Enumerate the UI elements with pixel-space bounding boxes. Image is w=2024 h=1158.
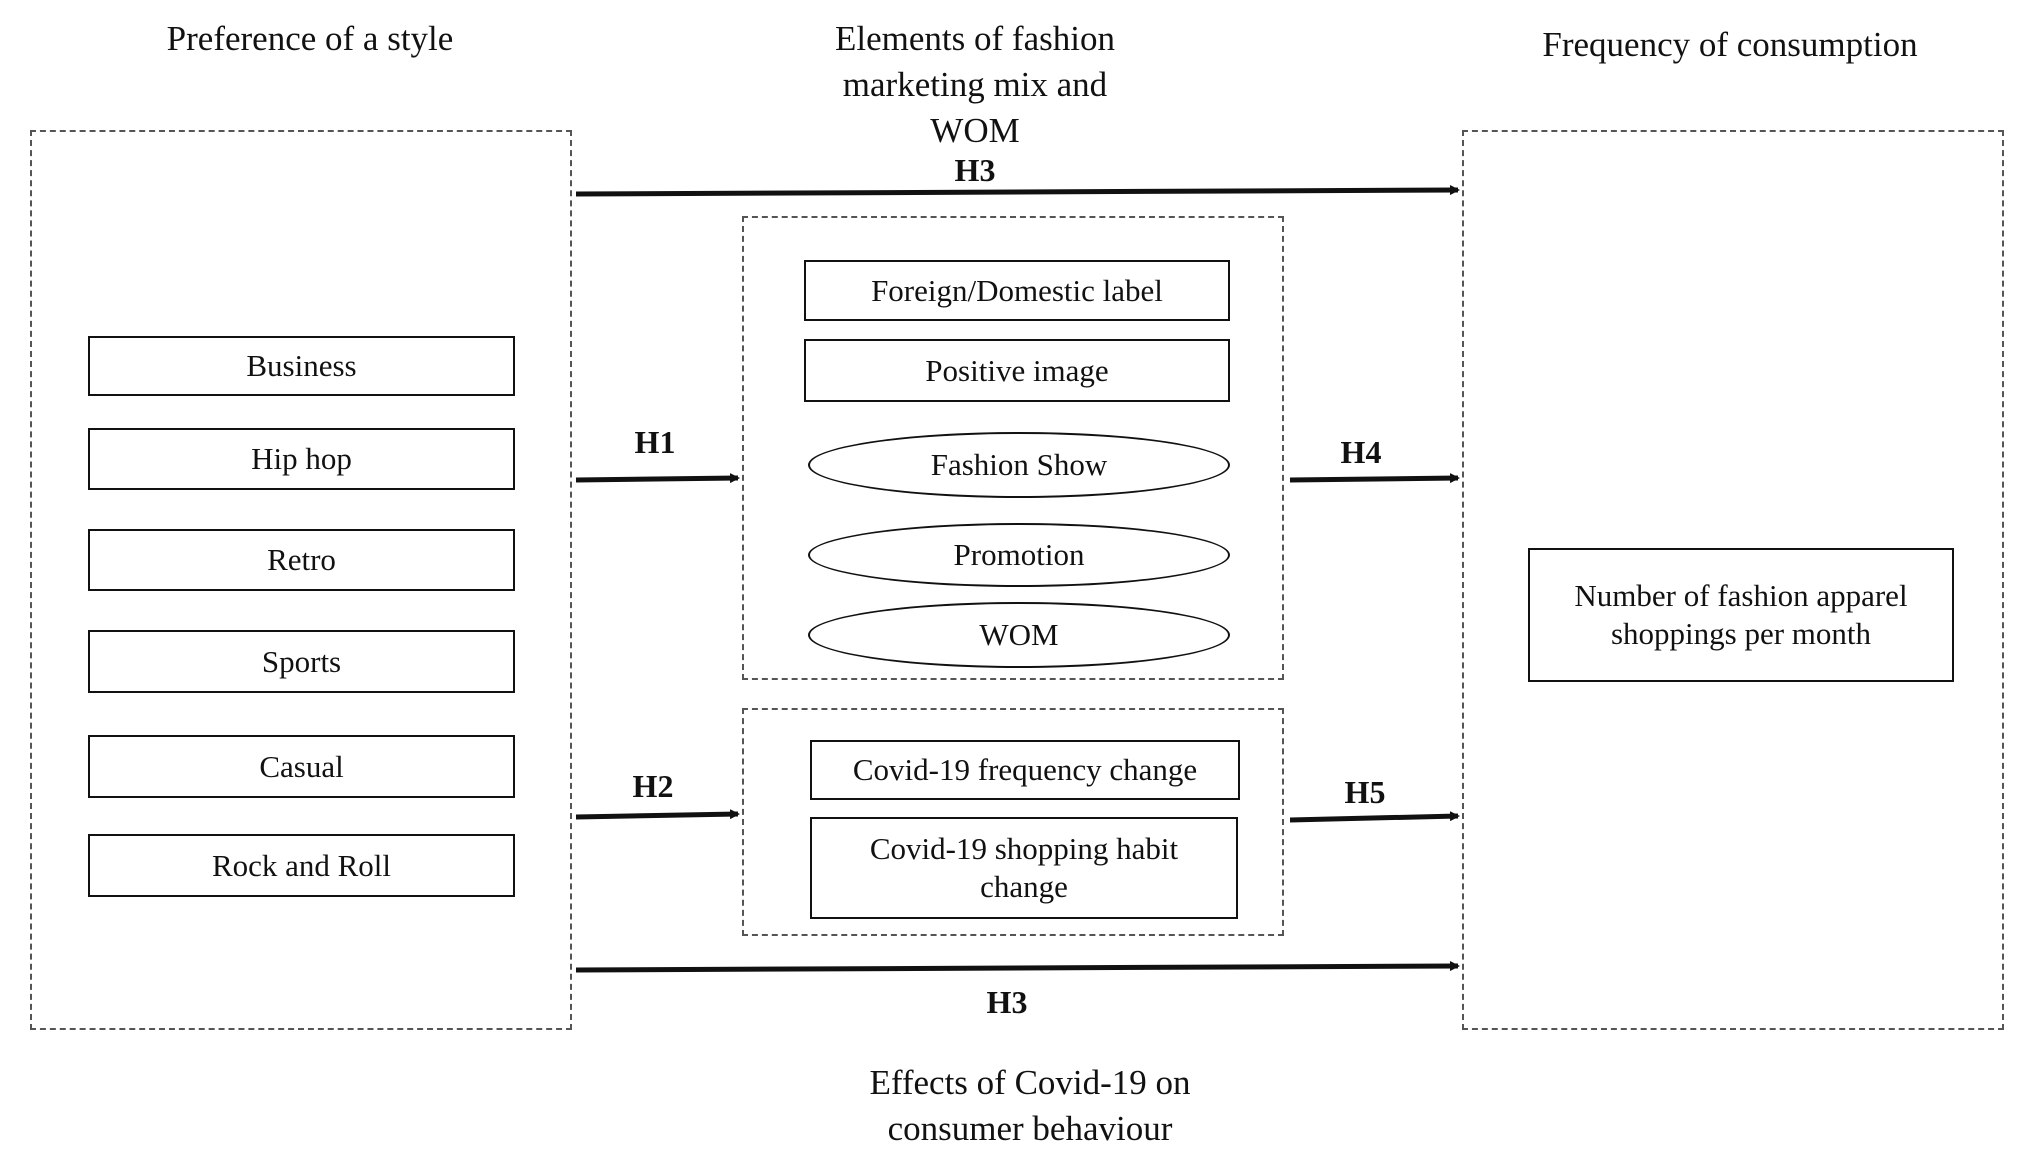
marketing-label-box: Foreign/Domestic label <box>804 260 1230 321</box>
frequency-group <box>1462 130 2004 1030</box>
style-preference-group <box>30 130 572 1030</box>
h1-arrow <box>575 473 740 484</box>
style-box: Rock and Roll <box>88 834 515 897</box>
marketing-mix-group <box>742 216 1284 680</box>
outcome-box: Number of fashion apparel shoppings per … <box>1528 548 1954 682</box>
heading-elements: Elements of fashion marketing mix and WO… <box>835 19 1115 150</box>
h4-label: H4 <box>1340 434 1382 470</box>
covid-frequency-box: Covid-19 frequency change <box>810 740 1240 800</box>
h3-top-arrow <box>575 185 1460 197</box>
h2-label: H2 <box>632 768 674 804</box>
h2-arrow <box>575 809 740 820</box>
style-box: Casual <box>88 735 515 798</box>
fashion-show-ellipse: Fashion Show <box>808 432 1230 498</box>
style-box: Hip hop <box>88 428 515 490</box>
promotion-ellipse: Promotion <box>808 523 1230 587</box>
heading-preference: Preference of a style <box>166 19 454 58</box>
h1-label: H1 <box>634 424 676 460</box>
h4-arrow <box>1289 473 1460 484</box>
covid-effects-group <box>742 708 1284 936</box>
wom-ellipse: WOM <box>808 602 1230 668</box>
style-box: Retro <box>88 529 515 591</box>
style-box: Business <box>88 336 515 396</box>
style-box: Sports <box>88 630 515 693</box>
h5-label: H5 <box>1344 774 1386 810</box>
marketing-image-box: Positive image <box>804 339 1230 402</box>
heading-frequency: Frequency of consumption <box>1542 25 1918 64</box>
covid-habit-box: Covid-19 shopping habit change <box>810 817 1238 919</box>
heading-covid: Effects of Covid-19 on consumer behaviou… <box>869 1063 1191 1148</box>
h3-bottom-label: H3 <box>986 984 1028 1020</box>
h3-top-label: H3 <box>954 152 996 188</box>
h3-bottom-arrow <box>575 961 1460 973</box>
h5-arrow <box>1289 811 1460 823</box>
